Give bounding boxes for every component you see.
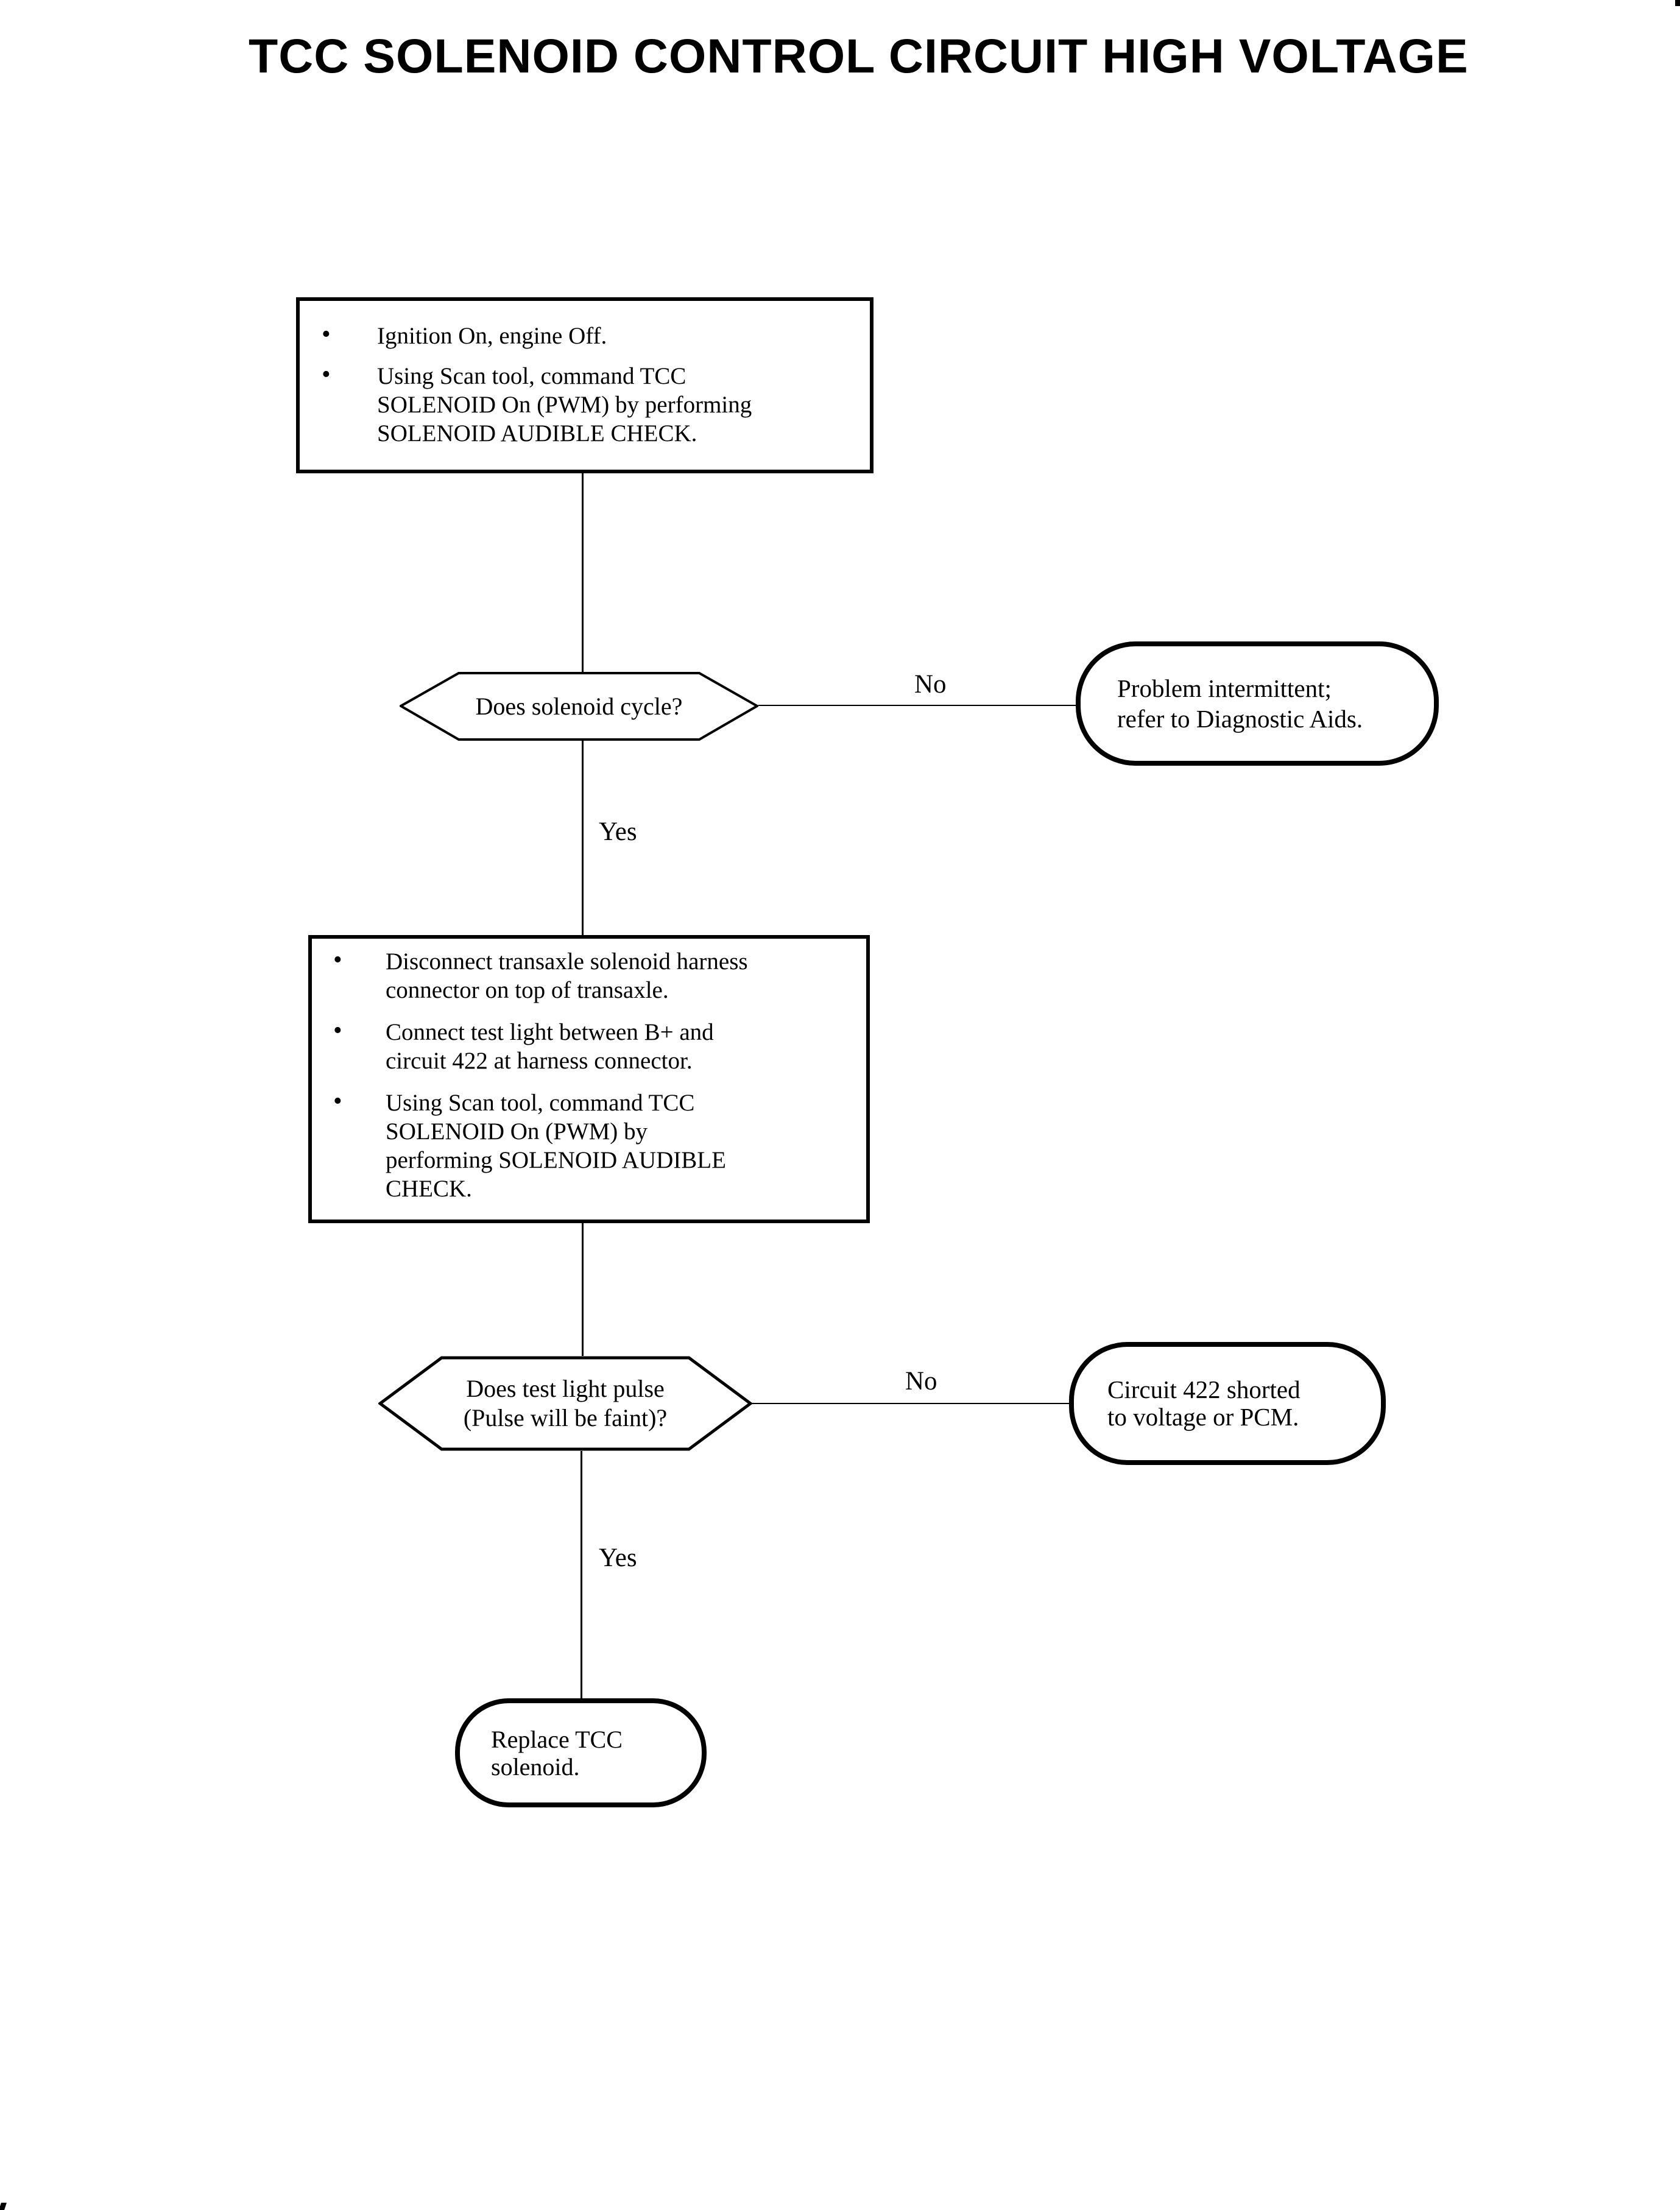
decision-does-solenoid-cycle: Does solenoid cycle?	[400, 672, 758, 741]
terminal-circuit-422-shorted: Circuit 422 shorted to voltage or PCM.	[1069, 1342, 1386, 1465]
terminal-text-line: to voltage or PCM.	[1107, 1403, 1299, 1431]
step-text-line: Disconnect transaxle solenoid harness	[386, 948, 748, 975]
bullet-list: • Disconnect transaxle solenoid harness …	[331, 946, 854, 1203]
step-text-line: Ignition On, engine Off.	[377, 323, 607, 349]
decision-question-line: Does test light pulse	[466, 1375, 665, 1402]
connector-step2-to-decision2	[582, 1223, 584, 1356]
step-text-line: circuit 422 at harness connector.	[386, 1048, 693, 1074]
bullet-icon: •	[322, 361, 331, 389]
hexagon-outline	[400, 672, 758, 741]
terminal-problem-intermittent: Problem intermittent; refer to Diagnosti…	[1076, 641, 1439, 766]
step-text-line: SOLENOID On (PWM) by performing	[377, 392, 752, 418]
list-item: • Ignition On, engine Off.	[319, 320, 853, 350]
decision-question: Does solenoid cycle?	[475, 692, 683, 720]
terminal-text-line: refer to Diagnostic Aids.	[1117, 705, 1363, 733]
step-box-test-light: • Disconnect transaxle solenoid harness …	[308, 935, 870, 1223]
step-text-line: Using Scan tool, command TCC	[377, 363, 686, 389]
bullet-icon: •	[333, 1017, 342, 1045]
connector-decision2-yes	[581, 1451, 582, 1698]
step-text-line: Connect test light between B+ and	[386, 1019, 714, 1045]
bullet-icon: •	[333, 1087, 342, 1115]
bullet-icon: •	[333, 946, 342, 974]
terminal-replace-tcc-solenoid: Replace TCC solenoid.	[455, 1698, 707, 1807]
list-item: • Using Scan tool, command TCC SOLENOID …	[319, 361, 853, 448]
bullet-list: • Ignition On, engine Off. • Using Scan …	[319, 320, 853, 448]
terminal-text-line: solenoid.	[491, 1753, 580, 1781]
branch-label-no: No	[914, 670, 947, 699]
step-text-line: SOLENOID AUDIBLE CHECK.	[377, 420, 697, 447]
list-item: • Using Scan tool, command TCC SOLENOID …	[331, 1087, 854, 1203]
step-text-line: performing SOLENOID AUDIBLE	[386, 1147, 726, 1173]
decision-question-line: (Pulse will be faint)?	[463, 1404, 668, 1432]
branch-label-yes: Yes	[599, 817, 637, 846]
step-box-initial-checks: • Ignition On, engine Off. • Using Scan …	[296, 297, 874, 473]
connector-decision1-yes	[582, 741, 584, 935]
list-item: • Disconnect transaxle solenoid harness …	[331, 946, 854, 1004]
scan-artifact-bottom-left	[0, 2203, 7, 2210]
decision-does-test-light-pulse: Does test light pulse (Pulse will be fai…	[378, 1356, 752, 1451]
terminal-text-line: Replace TCC	[491, 1725, 623, 1753]
branch-label-no: No	[905, 1367, 937, 1396]
step-text-line: CHECK.	[386, 1176, 472, 1202]
hexagon-outline	[378, 1356, 752, 1451]
branch-label-yes: Yes	[599, 1544, 637, 1572]
connector-step1-to-decision1	[582, 473, 584, 672]
page-title: TCC SOLENOID CONTROL CIRCUIT HIGH VOLTAG…	[249, 29, 1469, 83]
decision-question: Does test light pulse (Pulse will be fai…	[378, 1356, 752, 1451]
scan-artifact-top-right	[1675, 0, 1680, 6]
terminal-text-line: Circuit 422 shorted	[1107, 1375, 1301, 1403]
connector-decision1-no	[758, 705, 1076, 706]
bullet-icon: •	[322, 320, 331, 348]
terminal-text-line: Problem intermittent;	[1117, 674, 1332, 702]
list-item: • Connect test light between B+ and circ…	[331, 1017, 854, 1075]
step-text-line: connector on top of transaxle.	[386, 977, 669, 1003]
step-text-line: Using Scan tool, command TCC	[386, 1090, 695, 1116]
connector-decision2-no	[752, 1403, 1069, 1404]
step-text-line: SOLENOID On (PWM) by	[386, 1118, 648, 1145]
